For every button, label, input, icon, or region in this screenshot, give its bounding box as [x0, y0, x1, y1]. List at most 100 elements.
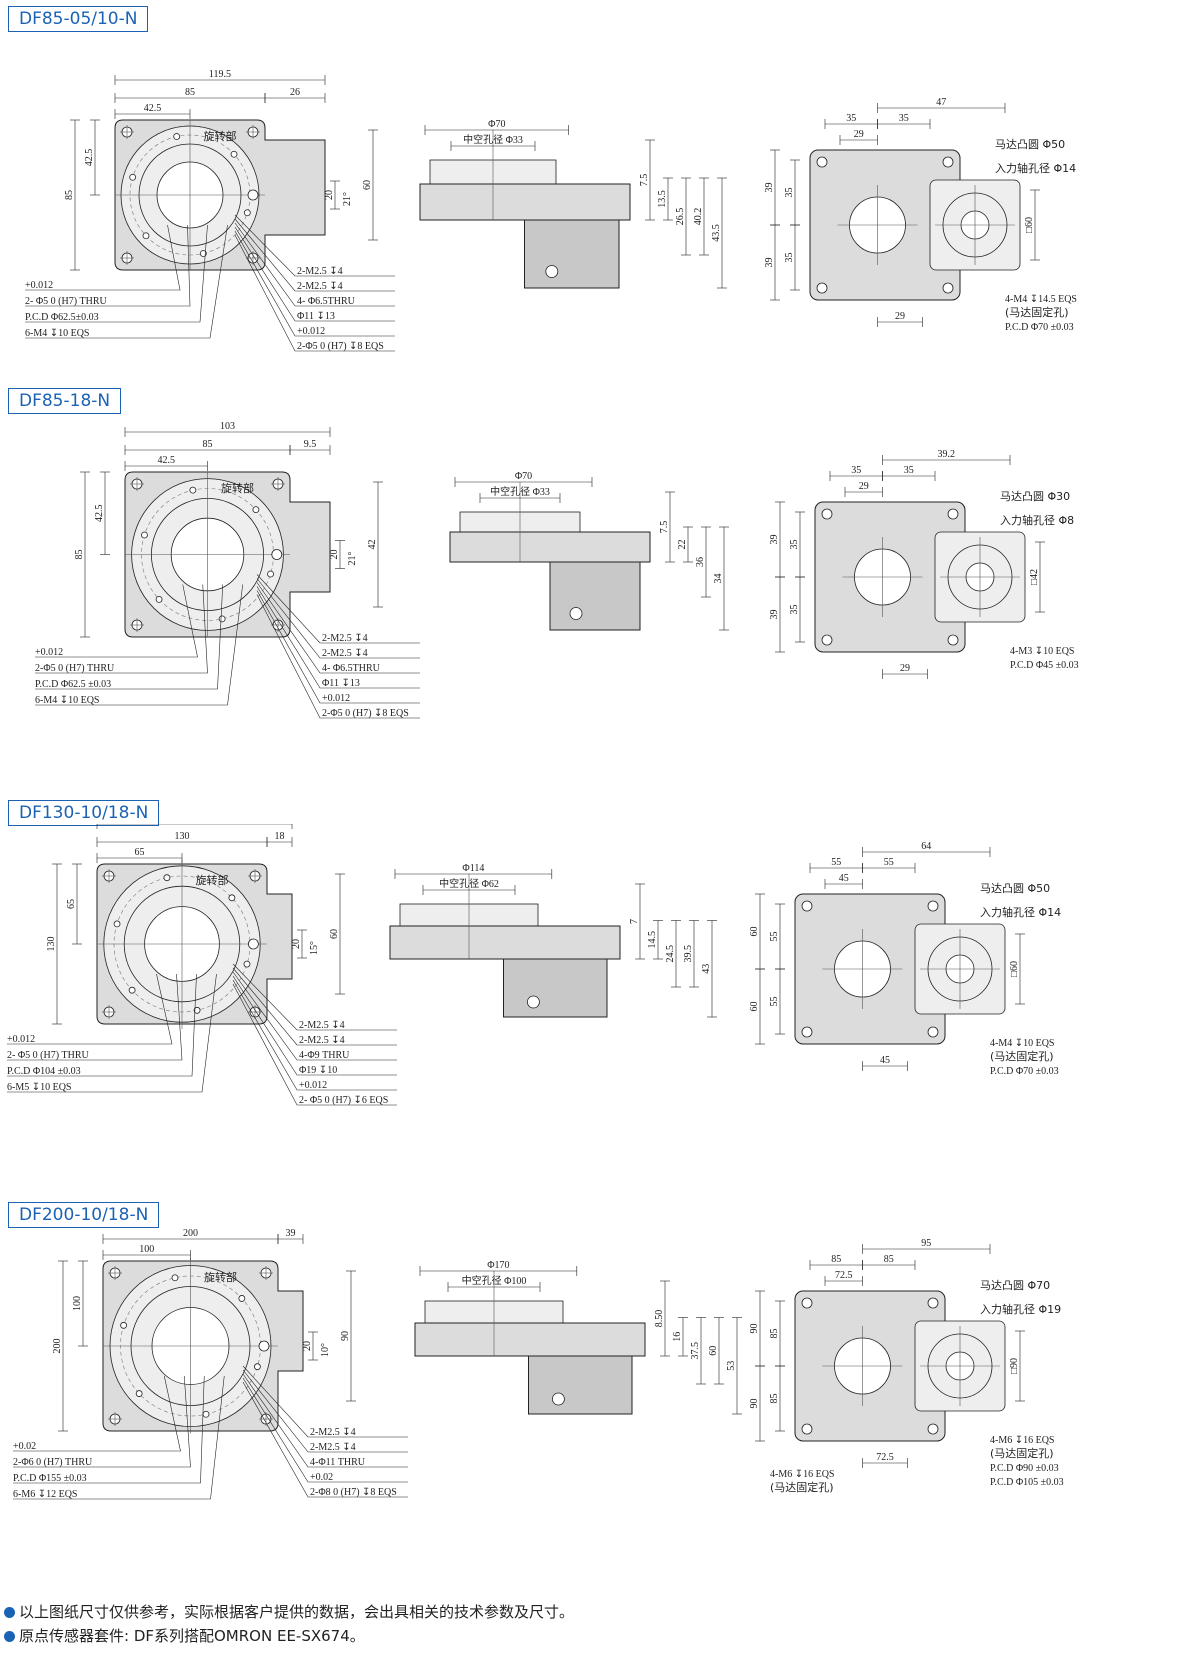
dim-sensor-gap-label: 20 [329, 550, 340, 560]
dim-motor-bottom-label: 29 [900, 663, 910, 674]
dim-side-v-2-label: 37.5 [690, 1342, 701, 1360]
dim-motor-total-label: 47 [936, 97, 946, 108]
note-1-text: 以上图纸尺寸仅供参考，实际根据客户提供的数据，会出具相关的技术参数及尺寸。 [19, 1603, 575, 1621]
sensor-hole [258, 1340, 270, 1352]
leader-line [232, 967, 397, 1046]
motor-label-0: 马达凸圆 Φ50 [980, 882, 1050, 895]
motor-label-2: 4-M6 ↧16 EQS [990, 1435, 1055, 1446]
dim-motor-bottom-label: 72.5 [876, 1452, 894, 1463]
motor-corner-hole [927, 1423, 939, 1435]
motor-label-1: 入力轴孔径 Φ8 [1000, 513, 1074, 527]
callout-left-3: 6-M5 ↧10 EQS [7, 1082, 72, 1093]
dim-side-v-3-label: 60 [708, 1346, 719, 1356]
label-rotor: 旋转部 [204, 1270, 237, 1284]
callout-right-1: 2-M2.5 ↧4 [297, 281, 343, 292]
dim-motor-offset-label: 45 [839, 873, 849, 884]
motor-corner-hole [816, 156, 828, 168]
mount-hole [120, 1321, 128, 1329]
leader-line [25, 224, 208, 323]
mount-hole [230, 150, 238, 158]
callout-right-0: 2-M2.5 ↧4 [297, 266, 343, 277]
dim-plate-width-label: 200 [183, 1228, 198, 1239]
dim-motor-right-label: 85 [884, 1254, 894, 1265]
dim-side-bore-label: 中空孔径 Φ33 [490, 485, 550, 498]
dim-tab-height-label: 60 [362, 180, 373, 190]
callout-right-2: 4- Φ6.5THRU [297, 296, 356, 307]
dim-side-v-2-label: 26.5 [675, 208, 686, 226]
callout-left-2: P.C.D Φ62.5±0.03 [25, 312, 99, 323]
leader-line [232, 983, 397, 1106]
callout-right-3: Φ11 ↧13 [297, 311, 335, 322]
dim-angle: 21° [347, 552, 358, 566]
mount-hole [171, 1274, 179, 1282]
motor-label-2: 4-M3 ↧10 EQS [1010, 646, 1075, 657]
leader-line [234, 222, 395, 307]
dim-half-width-label: 42.5 [158, 455, 176, 466]
leader-line [7, 973, 173, 1045]
mount-hole [128, 986, 136, 994]
dim-motor-h1-label: 90 [749, 1324, 760, 1334]
dim-side-bore-label: 中空孔径 Φ33 [463, 133, 523, 146]
motor-left-label-1: (马达固定孔) [770, 1480, 834, 1494]
dim-motor-offset-label: 29 [859, 481, 869, 492]
dim-plate-width-label: 130 [175, 831, 190, 842]
motor-corner-hole [927, 1297, 939, 1309]
callout-left-2: P.C.D Φ62.5 ±0.03 [35, 679, 111, 690]
dim-angle: 10° [320, 1343, 331, 1357]
motor-corner-hole [801, 1423, 813, 1435]
callout-left-3: 6-M4 ↧10 EQS [35, 695, 100, 706]
motor-label-4: P.C.D Φ70 ±0.03 [1005, 322, 1074, 333]
dim-sensor-gap-label: 20 [291, 939, 302, 949]
label-rotor: 旋转部 [204, 129, 237, 143]
motor-label-3: (马达固定孔) [990, 1446, 1054, 1460]
motor-label-0: 马达凸圆 Φ50 [995, 138, 1065, 151]
dim-motor-h3-label: 39 [764, 258, 775, 268]
callout-right-3: Φ19 ↧10 [299, 1065, 337, 1076]
motor-corner-hole [942, 282, 954, 294]
dim-side-v-1-label: 22 [677, 540, 688, 550]
dim-tab-height-label: 90 [340, 1331, 351, 1341]
side-motor-adapter [549, 561, 641, 631]
dim-plate-width-label: 85 [185, 87, 195, 98]
dim-motor-square-label: □42 [1029, 569, 1040, 585]
leader-line [234, 234, 395, 352]
dim-motor-h2-label: 35 [784, 188, 795, 198]
leader-line [232, 963, 397, 1031]
section-title-2: DF85-18-N [8, 388, 122, 414]
side-body [414, 1322, 646, 1357]
leader-line [232, 975, 397, 1076]
leader-line [234, 218, 395, 292]
leader-line [256, 574, 420, 644]
leader-line [256, 582, 420, 674]
side-body [389, 925, 621, 960]
dim-half-width-label: 42.5 [144, 103, 162, 114]
dim-side-v-3-label: 34 [713, 574, 724, 584]
callout-right-3: +0.02 [310, 1472, 333, 1483]
callout-right-4: +0.012 [322, 693, 350, 704]
callout-left-0: +0.012 [7, 1034, 35, 1045]
leader-line [232, 971, 397, 1061]
dim-overall-width-label: 103 [220, 421, 235, 432]
callout-left-2: P.C.D Φ155 ±0.03 [13, 1473, 87, 1484]
callout-left-3: 6-M6 ↧12 EQS [13, 1489, 78, 1500]
callout-left-1: 2- Φ5 0 (H7) THRU [7, 1050, 90, 1061]
note-2: 原点传感器套件: DF系列搭配OMRON EE-SX674。 [4, 1624, 574, 1648]
note-2-text: 原点传感器套件: DF系列搭配OMRON EE-SX674。 [19, 1627, 365, 1645]
dim-side-v-4-label: 43.5 [711, 224, 722, 242]
dim-motor-h1-label: 60 [749, 927, 760, 937]
mount-hole [113, 920, 121, 928]
section-title-1: DF85-05/10-N [8, 6, 149, 32]
dim-motor-left-label: 85 [831, 1254, 841, 1265]
dim-plate-height-label: 200 [52, 1339, 63, 1354]
mount-hole [129, 173, 137, 181]
motor-label-2: 4-M4 ↧14.5 EQS [1005, 294, 1077, 305]
dim-side-v-3-label: 40.2 [693, 208, 704, 226]
mount-hole [142, 232, 150, 240]
dim-side-v-1-label: 16 [672, 1332, 683, 1342]
callout-right-1: 2-M2.5 ↧4 [299, 1035, 345, 1046]
leader-line [242, 1373, 408, 1468]
side-port [569, 607, 583, 620]
